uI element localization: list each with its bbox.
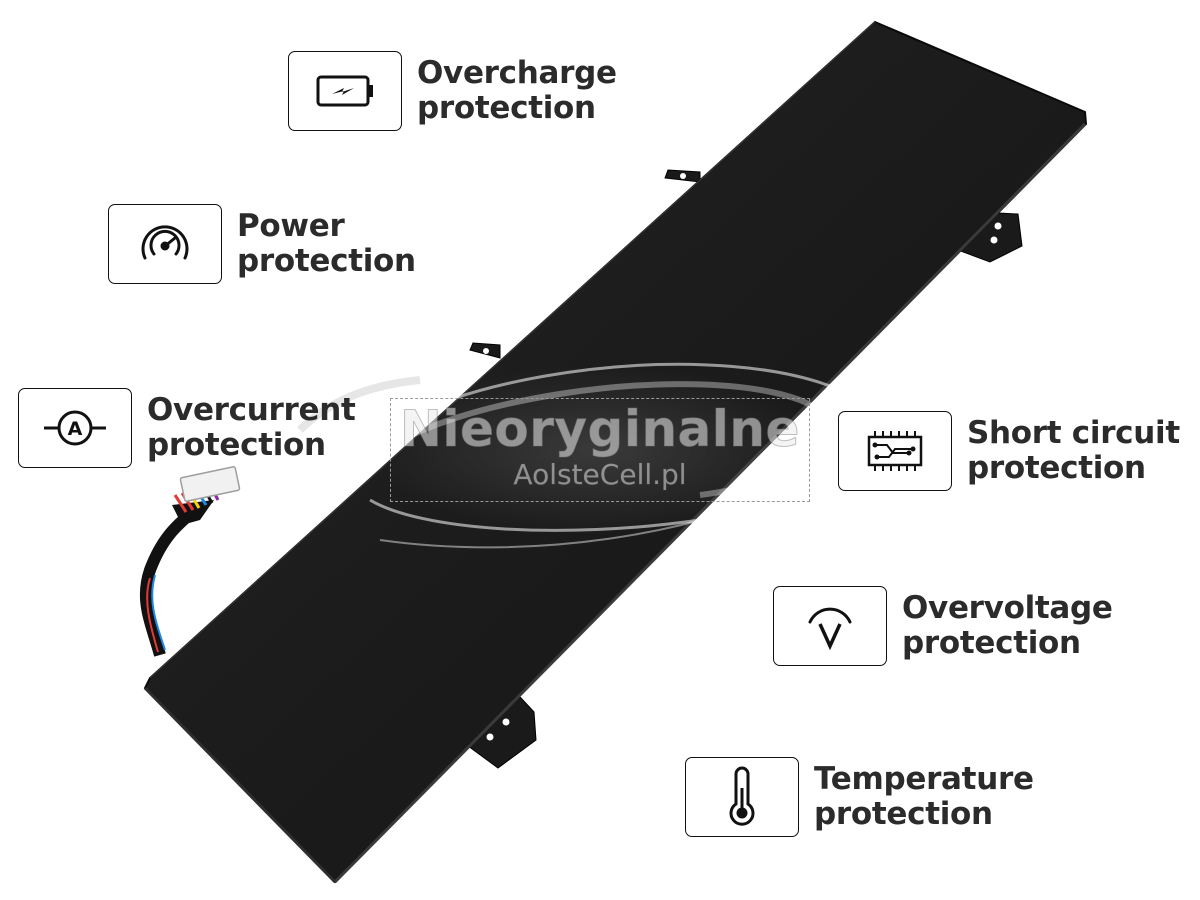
battery-charge-icon (316, 75, 373, 107)
feature-label-line1: Overcharge (417, 55, 617, 91)
circuit-board-icon (867, 431, 923, 471)
feature-label-line2: protection (967, 450, 1146, 486)
feature-overvoltage: Overvoltage protection (773, 586, 1113, 666)
feature-short-circuit: Short circuit protection (838, 411, 1180, 491)
feature-label-line1: Short circuit (967, 415, 1180, 451)
feature-icon-box (838, 411, 952, 491)
feature-label: Overvoltage protection (902, 591, 1113, 661)
connector-cable (139, 466, 241, 657)
feature-icon-box (108, 204, 222, 284)
svg-text:A: A (68, 418, 83, 440)
feature-icon-box (685, 757, 799, 837)
feature-icon-box: A (18, 388, 132, 468)
feature-power: Power protection (108, 204, 416, 284)
feature-overcurrent: A Overcurrent protection (18, 388, 356, 468)
ammeter-icon: A (44, 410, 106, 446)
feature-label-line2: protection (814, 796, 993, 832)
connector-plug (179, 466, 241, 502)
feature-label-line1: Temperature (814, 761, 1034, 797)
feature-label-line1: Overcurrent (147, 392, 356, 428)
feature-label: Temperature protection (814, 762, 1034, 832)
feature-icon-box (773, 586, 887, 666)
feature-label-line2: protection (417, 90, 596, 126)
feature-label-line1: Power (237, 208, 345, 244)
feature-label-line1: Overvoltage (902, 590, 1113, 626)
feature-label: Short circuit protection (967, 416, 1180, 486)
feature-icon-box (288, 51, 402, 131)
feature-label: Overcharge protection (417, 56, 617, 126)
feature-label-line2: protection (237, 243, 416, 279)
feature-overcharge: Overcharge protection (288, 51, 617, 131)
power-gauge-icon (141, 225, 189, 260)
feature-label: Power protection (237, 209, 416, 279)
voltmeter-icon (808, 607, 852, 651)
feature-label-line2: protection (902, 625, 1081, 661)
feature-label: Overcurrent protection (147, 393, 356, 463)
thermometer-icon (729, 766, 755, 826)
feature-label-line2: protection (147, 427, 326, 463)
feature-temperature: Temperature protection (685, 757, 1034, 837)
